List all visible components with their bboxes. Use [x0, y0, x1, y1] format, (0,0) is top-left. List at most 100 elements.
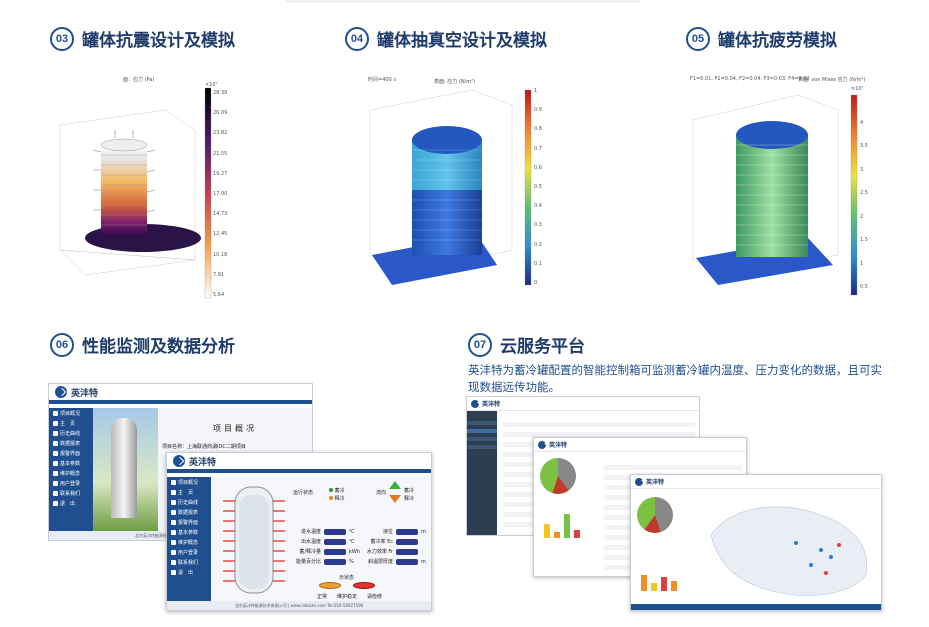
sidebar-item-alarm[interactable]: 报警界面	[167, 517, 211, 527]
pie-chart	[637, 497, 673, 533]
sidebar-item-report[interactable]: 数据报表	[167, 507, 211, 517]
reading-row: 进水温度℃	[289, 527, 360, 537]
section-number: 04	[345, 26, 369, 51]
sidebar-item-maintenance[interactable]: 维护概念	[49, 468, 93, 478]
sim-header: 时间=400 s	[368, 77, 396, 83]
scada-footer: 北京英沣特能源技术有限公司 | www.inbeian.com Tel:010-…	[167, 601, 431, 610]
page-title: 项目概况	[213, 424, 257, 433]
sidebar-item[interactable]	[467, 421, 497, 425]
bell-icon	[53, 450, 58, 456]
sidebar-item-label: 项目概况	[178, 479, 199, 486]
home-icon	[53, 420, 58, 426]
wrench-icon	[171, 539, 176, 545]
alarm-item-stable: 维护稳定	[337, 594, 358, 600]
flow-discharge-label: 释冷	[404, 496, 415, 502]
normal-light	[319, 582, 341, 589]
reading-unit: m	[421, 529, 426, 535]
color-scale-ticks: 4 3.5 3 2.5 2 1.5 1 0.5	[860, 120, 868, 290]
sidebar-item-overview[interactable]: 项目概况	[49, 408, 93, 418]
seismic-simulation: 面：应力 (Pa)	[55, 70, 235, 302]
sidebar-item-label: 项目概况	[60, 410, 81, 417]
sidebar-item-params[interactable]: 基本参数	[167, 527, 211, 537]
reading-row: 蓄冷率 Ec	[361, 537, 426, 547]
status-dot-icon	[329, 488, 333, 492]
sidebar-item-alarm[interactable]: 报警界面	[49, 448, 93, 458]
reading-unit: ℃	[349, 539, 355, 545]
phone-icon	[171, 559, 176, 565]
section-number: 05	[686, 26, 710, 51]
map-footer-bar	[631, 604, 881, 610]
china-map	[710, 506, 868, 596]
brand-name: 英沣特	[646, 479, 665, 486]
sidebar-item-home[interactable]: 主 页	[49, 418, 93, 428]
scale-tick: 7.91	[213, 271, 225, 278]
scale-tick: 0.1	[534, 260, 542, 267]
sidebar-item-params[interactable]: 基本参数	[49, 458, 93, 468]
section-number: 07	[468, 332, 492, 357]
bell-icon	[171, 519, 176, 525]
scale-unit: ×10⁷	[851, 86, 864, 92]
sidebar-item-contact[interactable]: 联系我们	[167, 557, 211, 567]
sidebar-item-login[interactable]: 用户登录	[167, 547, 211, 557]
sidebar-item-history[interactable]: 历史曲线	[167, 497, 211, 507]
cloud-header: 英沣特	[467, 397, 699, 411]
sidebar-item-history[interactable]: 历史曲线	[49, 428, 93, 438]
flow-charge-label: 蓄冷	[404, 488, 415, 494]
project-name: 项目名称：上海联通商湖IDC二期项目	[162, 444, 246, 450]
logo-icon	[55, 386, 67, 398]
cloud-header: 英沣特	[631, 475, 881, 489]
chart-bar	[661, 577, 667, 591]
sidebar-item-active[interactable]	[467, 429, 497, 433]
state-label: 蓄冷	[334, 488, 345, 494]
scale-tick: 4	[860, 120, 864, 126]
reading-label: 进水温度	[300, 529, 321, 535]
sidebar-item-maintenance[interactable]: 维护概念	[167, 537, 211, 547]
tank-image	[111, 418, 137, 518]
reading-value-box	[396, 539, 418, 545]
sidebar-item[interactable]	[467, 437, 497, 441]
reading-label: 斜温层厚度	[367, 559, 393, 565]
bar-chart	[540, 498, 600, 538]
sidebar-item-contact[interactable]: 联系我们	[49, 488, 93, 498]
chart-icon	[53, 430, 58, 436]
vacuum-tank-plot	[369, 89, 532, 286]
reading-value-box	[396, 549, 418, 555]
run-state-list: 蓄冷 释冷	[329, 487, 345, 503]
chart-bar	[564, 514, 570, 538]
sidebar-item-report[interactable]: 数据报表	[49, 438, 93, 448]
state-charge: 蓄冷	[329, 487, 345, 495]
sidebar-item-label: 报警界面	[178, 519, 199, 526]
list-icon	[171, 529, 176, 535]
scale-tick: 0.5	[860, 283, 868, 290]
section-04-header: 04 罐体抽真空设计及模拟	[345, 26, 547, 51]
sidebar-item-overview[interactable]: 项目概况	[167, 477, 211, 487]
scale-tick: 0.6	[534, 164, 542, 171]
reading-label: 出水温度	[300, 539, 321, 545]
sidebar-item-exit[interactable]: 退 出	[49, 498, 93, 508]
section-number: 03	[50, 26, 74, 51]
sidebar-item-label: 联系我们	[60, 490, 81, 497]
chart-bar	[641, 575, 647, 591]
reading-label: 蓄冷率 Ec	[370, 539, 394, 545]
menu-icon	[171, 479, 176, 485]
user-icon	[171, 549, 176, 555]
reading-row: 出水温度 ℃	[289, 537, 360, 547]
scale-tick: 10.18	[213, 251, 228, 258]
sidebar-item-exit[interactable]: 退 出	[167, 567, 211, 577]
sidebar-item-login[interactable]: 用户登录	[49, 478, 93, 488]
section-07-header: 07 云服务平台	[468, 332, 585, 357]
reading-value-box	[324, 549, 346, 555]
reading-value-box	[324, 539, 346, 545]
sidebar-item-home[interactable]: 主 页	[167, 487, 211, 497]
sidebar-item-label: 数据报表	[60, 440, 81, 447]
fault-light	[353, 582, 375, 589]
sidebar-item[interactable]	[467, 445, 497, 449]
color-scale-ticks: 28.39 26.09 23.82 21.55 19.27 17.00 14.7…	[213, 90, 227, 298]
state-discharge: 释冷	[329, 495, 345, 503]
scale-tick: 1.5	[860, 237, 868, 244]
reading-row: 能量百分比%	[289, 557, 360, 567]
